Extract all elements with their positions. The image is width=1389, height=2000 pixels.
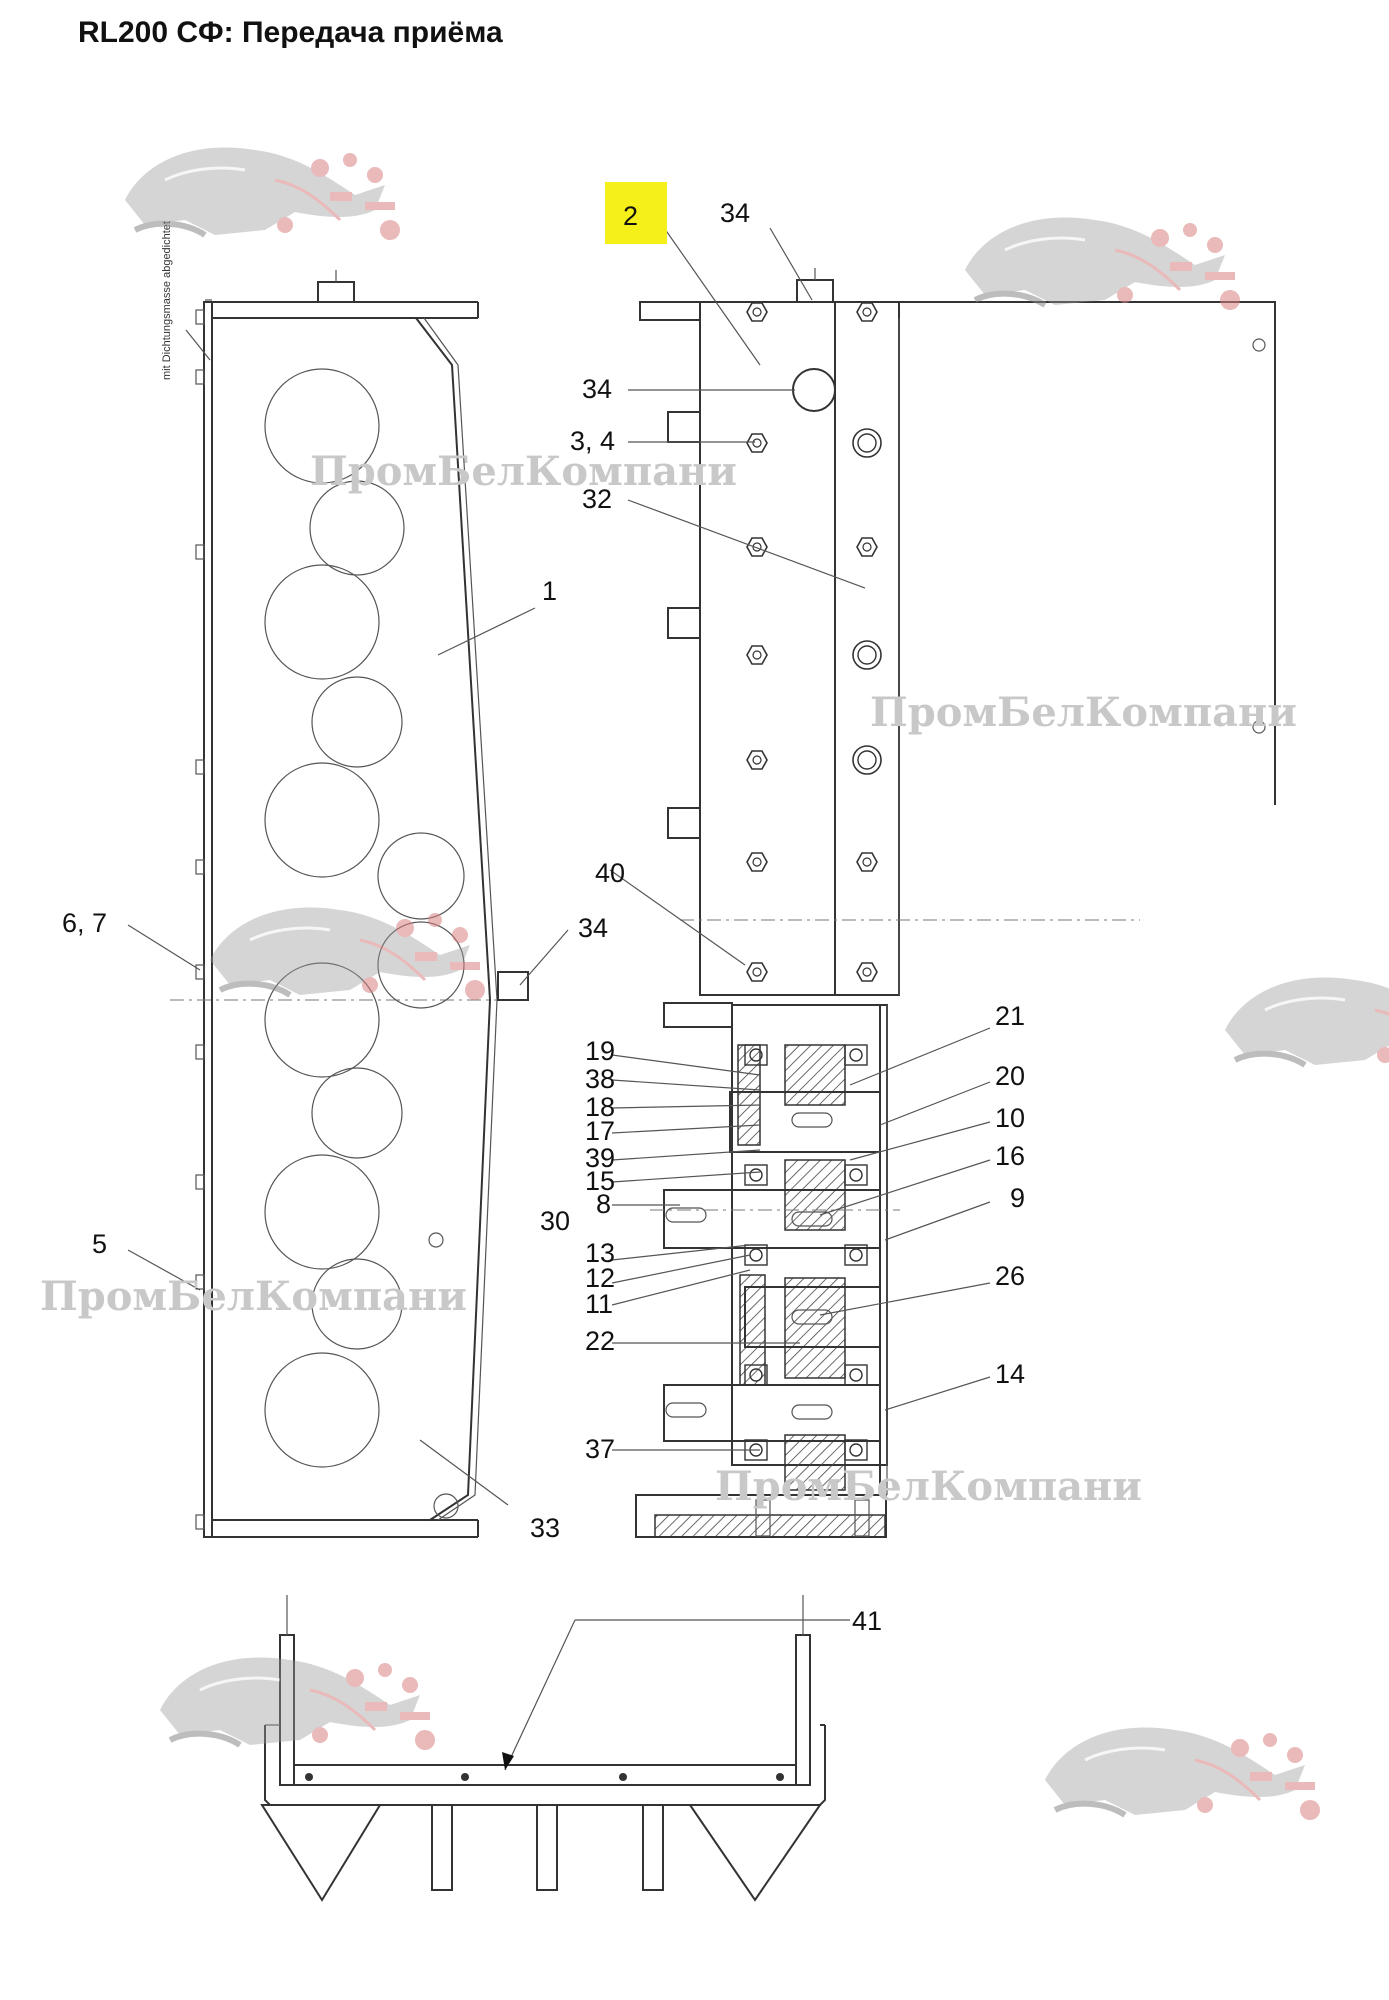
housing-view: mit Dichtungsmasse abgedichtet bbox=[161, 221, 529, 1538]
callout-13: 13 bbox=[585, 1238, 615, 1268]
callout-21: 21 bbox=[995, 1001, 1025, 1031]
callout-11: 11 bbox=[585, 1289, 613, 1319]
callout-37: 37 bbox=[585, 1434, 615, 1464]
callout-15: 15 bbox=[585, 1166, 615, 1196]
callout-12: 12 bbox=[585, 1263, 615, 1293]
callout-18: 18 bbox=[585, 1092, 615, 1122]
callout-40: 40 bbox=[595, 858, 625, 888]
callout-20: 20 bbox=[995, 1061, 1025, 1091]
callout-17: 17 bbox=[585, 1116, 615, 1146]
callout-5: 5 bbox=[92, 1229, 107, 1259]
bottom-front-view bbox=[260, 1595, 826, 1902]
callout-10: 10 bbox=[995, 1103, 1025, 1133]
callout-26: 26 bbox=[995, 1261, 1025, 1291]
watermark-text-1: ПромБелКомпани bbox=[310, 448, 737, 495]
callout-9: 9 bbox=[1010, 1183, 1025, 1213]
watermark-text-3: ПромБелКомпани bbox=[40, 1273, 467, 1320]
callout-labels: 2 34 34 3, 4 32 1 40 6, 7 34 5 33 41 19 … bbox=[62, 198, 1025, 1636]
callout-8: 8 bbox=[596, 1189, 611, 1219]
watermark-text-4: ПромБелКомпани bbox=[715, 1463, 1142, 1510]
shaft-section-view bbox=[635, 1002, 900, 1538]
callout-34-side: 34 bbox=[578, 913, 608, 943]
callout-38: 38 bbox=[585, 1064, 615, 1094]
callout-34-mid: 34 bbox=[582, 374, 612, 404]
sealant-note: mit Dichtungsmasse abgedichtet bbox=[161, 221, 173, 380]
callout-1: 1 bbox=[542, 576, 557, 606]
callout-3-4: 3, 4 bbox=[570, 426, 615, 456]
callout-32: 32 bbox=[582, 484, 612, 514]
callout-34-top: 34 bbox=[720, 198, 750, 228]
watermark-logos bbox=[125, 147, 1389, 1820]
callout-16: 16 bbox=[995, 1141, 1025, 1171]
callout-39: 39 bbox=[585, 1143, 615, 1173]
callout-22: 22 bbox=[585, 1326, 615, 1356]
callout-19: 19 bbox=[585, 1036, 615, 1066]
callout-2: 2 bbox=[623, 201, 638, 231]
page-title: RL200 СФ: Передача приёма bbox=[78, 16, 503, 49]
callout-41: 41 bbox=[852, 1606, 882, 1636]
callout-30: 30 bbox=[540, 1206, 570, 1236]
callout-14: 14 bbox=[995, 1359, 1025, 1389]
watermark-texts: ПромБелКомпани ПромБелКомпани ПромБелКом… bbox=[40, 448, 1297, 1510]
watermark-text-2: ПромБелКомпани bbox=[870, 689, 1297, 736]
callout-6-7: 6, 7 bbox=[62, 908, 107, 938]
highlight-box bbox=[605, 182, 667, 244]
side-plate-view bbox=[639, 268, 1276, 996]
callout-33: 33 bbox=[530, 1513, 560, 1543]
